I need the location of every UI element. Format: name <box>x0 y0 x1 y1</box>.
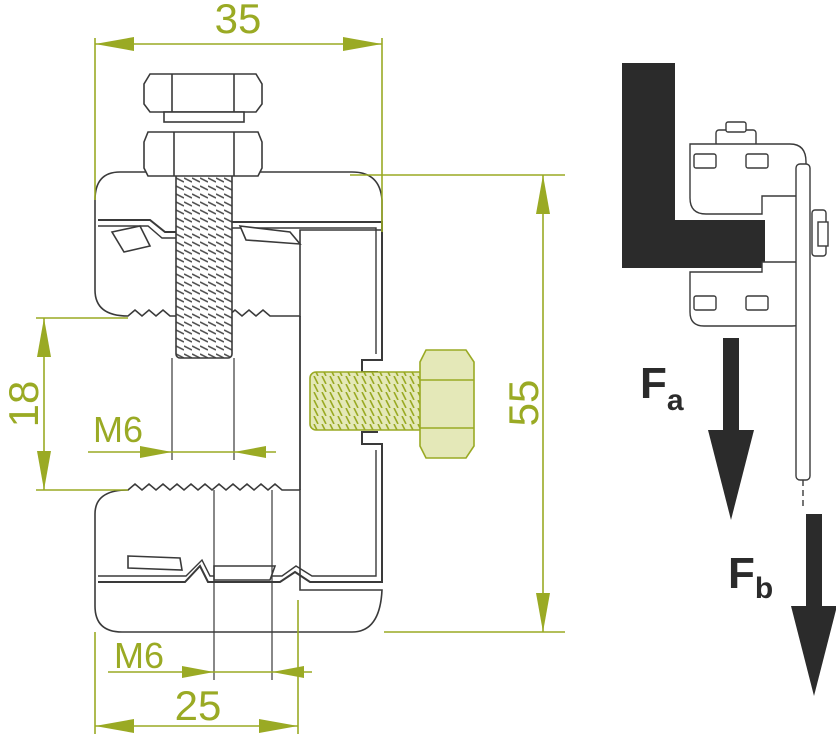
force-fb-letter: F <box>728 549 755 598</box>
channel-lower <box>98 431 383 583</box>
fb-arrow-shaft <box>806 514 822 614</box>
dim-height-left: 18 <box>0 381 47 428</box>
force-fa-sub: a <box>667 384 684 417</box>
down-arrow-icon <box>708 338 836 696</box>
dim-height-right: 55 <box>500 380 547 427</box>
fa-arrow-shaft <box>723 338 739 438</box>
dim-thread-lower: M6 <box>114 635 164 676</box>
force-label-fb: Fb <box>728 549 773 605</box>
force-fb-sub: b <box>755 572 773 605</box>
force-label-fa: Fa <box>640 359 684 417</box>
beam-profile-icon <box>622 63 765 268</box>
clamp-lower-jaw <box>94 482 383 633</box>
dim-width-bottom: 25 <box>175 682 222 729</box>
clamp-drawing <box>94 73 383 680</box>
upper-nut <box>143 131 263 177</box>
dim-width-top: 35 <box>215 0 262 42</box>
dim-thread-upper: M6 <box>93 409 143 450</box>
side-bolt-shaft <box>309 371 431 431</box>
force-fa-letter: F <box>640 359 667 408</box>
channel-upper <box>98 219 383 373</box>
hex-bolt-icon <box>143 73 263 113</box>
fb-arrow-head <box>791 606 836 696</box>
fa-arrow-head <box>708 430 754 520</box>
beam-profile <box>622 63 765 268</box>
side-bolt-head <box>419 349 475 459</box>
clamp-side-view <box>689 121 829 506</box>
dimension-lines <box>36 37 565 734</box>
side-bolt <box>309 349 475 459</box>
